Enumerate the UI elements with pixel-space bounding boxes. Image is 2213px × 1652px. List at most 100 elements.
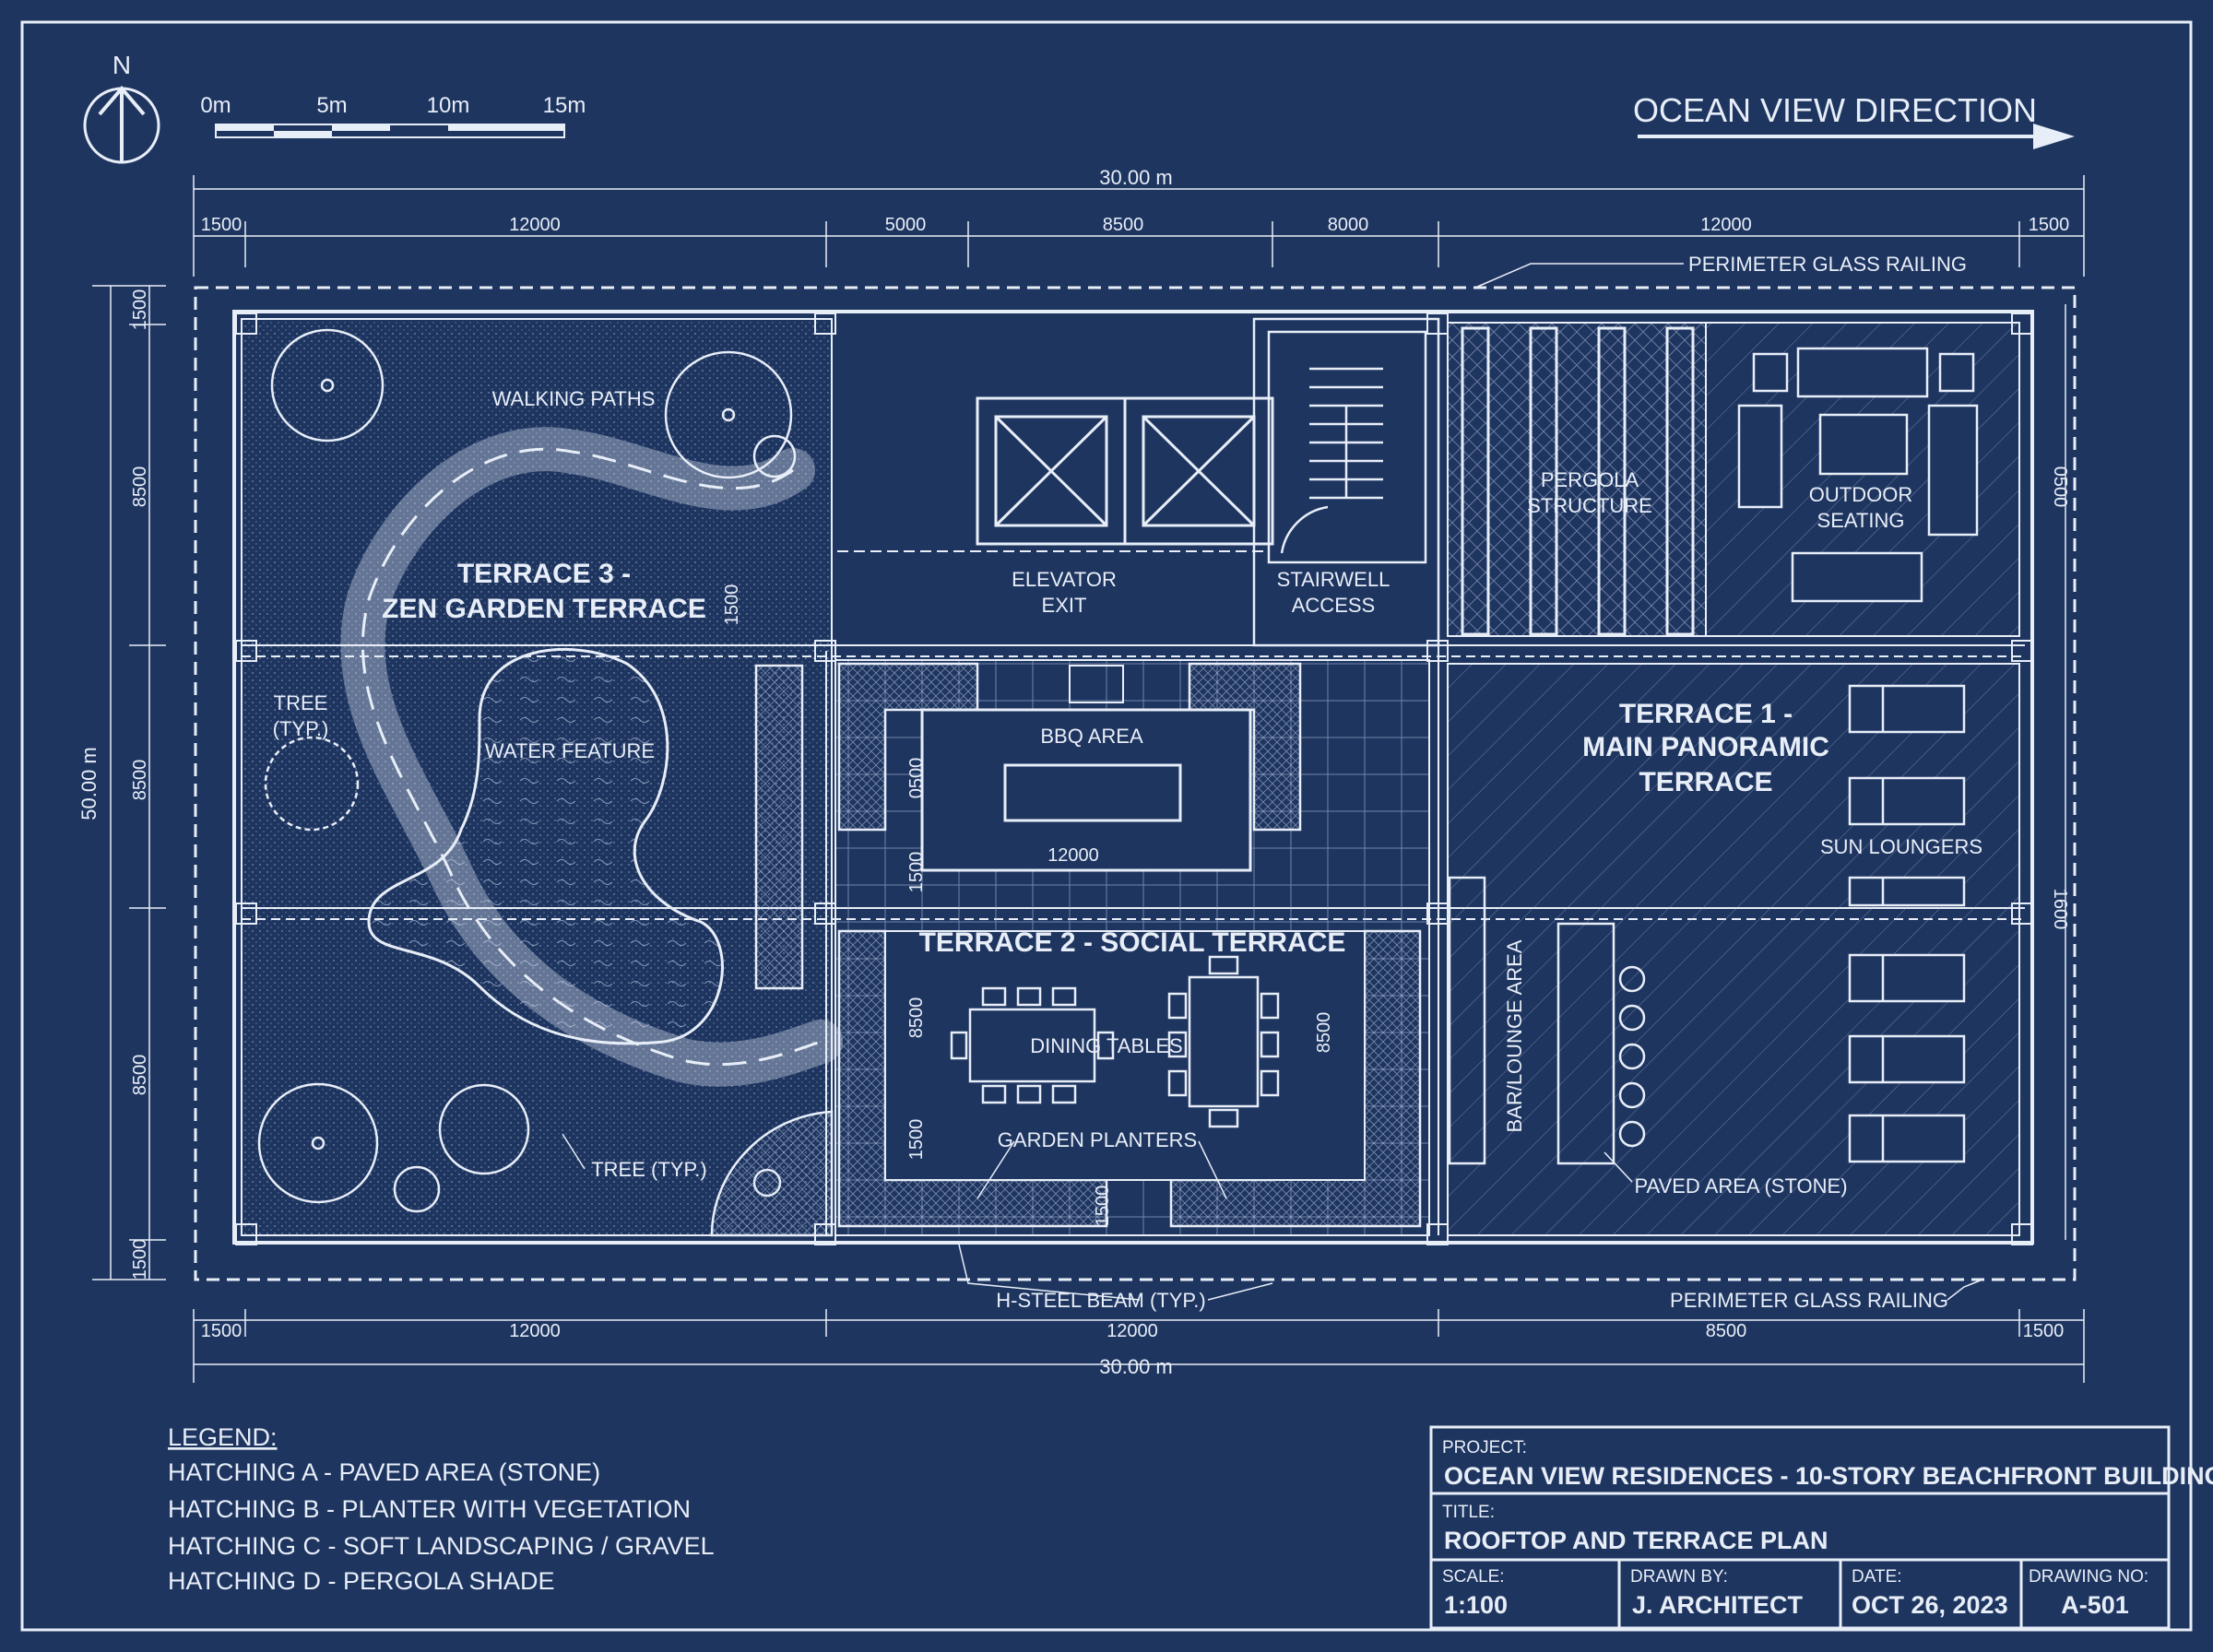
walking-paths-label: WALKING PATHS	[492, 387, 656, 410]
garden-planters-label: GARDEN PLANTERS	[998, 1128, 1197, 1151]
dimension-label: 1500	[2029, 215, 2070, 235]
terrace-3-title: ZEN GARDEN TERRACE	[382, 594, 706, 624]
stairwell-label: ACCESS	[1292, 594, 1375, 617]
terrace-3-title: TERRACE 3 -	[457, 559, 631, 589]
scale-bar	[215, 124, 565, 138]
dimension-label: 1500	[201, 1321, 243, 1341]
date-value: OCT 26, 2023	[1852, 1591, 2008, 1619]
ocean-view-label: OCEAN VIEW DIRECTION	[1633, 91, 2037, 129]
tree-label: (TYP.)	[273, 717, 329, 740]
bbq-planter	[837, 662, 979, 832]
bbq-grill-icon	[1069, 665, 1124, 703]
tree-icon	[257, 328, 797, 1213]
terrace-1-title: MAIN PANORAMIC	[1582, 732, 1829, 762]
title-block-label: DATE:	[1852, 1567, 1902, 1587]
dimension-label: 8500	[1314, 1012, 1334, 1054]
legend-item: HATCHING A - PAVED AREA (STONE)	[168, 1458, 600, 1486]
planter-strip	[754, 664, 804, 990]
legend-item: HATCHING D - PERGOLA SHADE	[168, 1567, 555, 1595]
drawn-by-value: J. ARCHITECT	[1632, 1591, 1804, 1619]
dimension-label: 1500	[130, 1239, 150, 1280]
overall-dimension-top: 30.00 m	[1099, 166, 1173, 189]
dimension-lines	[92, 175, 2085, 1383]
dimension-label: 0500	[2050, 466, 2070, 508]
dining-label: DINING TABLES	[1030, 1034, 1182, 1057]
dimension-label: 1500	[722, 584, 742, 626]
bbq-area	[920, 708, 1252, 872]
building-outline	[232, 310, 2034, 1245]
dimension-label: 8500	[1103, 215, 1144, 235]
drawing-number: A-501	[2061, 1591, 2129, 1619]
stairwell	[1252, 317, 1440, 647]
terrace-1-title: TERRACE	[1639, 767, 1772, 797]
dimension-label: 8500	[906, 997, 927, 1039]
paved-area-label: PAVED AREA (STONE)	[1634, 1174, 1847, 1198]
h-steel-label: H-STEEL BEAM (TYP.)	[996, 1289, 1205, 1312]
overall-dimension-bottom: 30.00 m	[1099, 1355, 1173, 1378]
bbq-label: BBQ AREA	[1040, 725, 1143, 748]
dimension-label: 12000	[1047, 845, 1099, 866]
bar-counter	[1448, 876, 1486, 1165]
elevator-label: EXIT	[1042, 594, 1087, 617]
scale-bar-label: 15m	[543, 93, 586, 118]
planter-arc	[710, 1110, 834, 1237]
ocean-arrow-icon	[1638, 124, 2075, 149]
dimension-label: 8500	[130, 466, 150, 508]
north-label: N	[112, 51, 131, 79]
water-feature	[367, 648, 724, 1045]
leader-lines	[562, 263, 1983, 1301]
outdoor-seating-label: OUTDOOR	[1809, 483, 1912, 506]
dimension-label: 12000	[1700, 215, 1752, 235]
dimension-label: 1500	[906, 852, 927, 893]
dimension-label: 12000	[509, 1321, 561, 1341]
dimension-label: 8000	[1328, 215, 1369, 235]
dimension-label: 1500	[906, 1119, 927, 1161]
terrace-2-title: TERRACE 2 - SOCIAL TERRACE	[919, 927, 1346, 958]
perimeter-railing	[194, 286, 2077, 1281]
title-block-label: PROJECT:	[1442, 1438, 1527, 1457]
overall-dimension-left: 50.00 m	[77, 747, 101, 820]
dimension-label: 0500	[906, 758, 927, 799]
perimeter-railing-label: PERIMETER GLASS RAILING	[1688, 253, 1967, 276]
sun-lounger-icon	[1848, 684, 1966, 1163]
drawing-title: ROOFTOP AND TERRACE PLAN	[1444, 1527, 1828, 1554]
dimension-label: 1600	[2050, 889, 2070, 930]
legend-item: HATCHING B - PLANTER WITH VEGETATION	[168, 1495, 691, 1523]
dimension-label: 8500	[1706, 1321, 1747, 1341]
bbq-island	[1003, 763, 1182, 822]
project-name: OCEAN VIEW RESIDENCES - 10-STORY BEACHFR…	[1444, 1462, 2213, 1490]
bar-stool-icon	[1618, 965, 1646, 1148]
scale-bar-label: 0m	[200, 93, 231, 118]
dimension-label: 8500	[130, 1055, 150, 1096]
terrace-1-title: TERRACE 1 -	[1619, 699, 1793, 729]
perimeter-railing-label: PERIMETER GLASS RAILING	[1670, 1289, 1948, 1312]
title-block-label: TITLE:	[1442, 1503, 1495, 1522]
dimension-label: 1500	[201, 215, 243, 235]
pergola-label: PERGOLA	[1541, 468, 1639, 491]
dimension-label: 1500	[130, 289, 150, 331]
title-block-label: SCALE:	[1442, 1567, 1505, 1587]
scale-bar-label: 10m	[427, 93, 470, 118]
sofa-icon	[1737, 347, 1979, 603]
stairwell-label: STAIRWELL	[1277, 568, 1391, 591]
title-block-label: DRAWN BY:	[1630, 1567, 1728, 1587]
elevator-core	[976, 396, 1274, 546]
pergola-structure	[1447, 322, 1707, 637]
elevator-label: ELEVATOR	[1012, 568, 1117, 591]
dimension-label: 5000	[885, 215, 927, 235]
water-feature-label: WATER FEATURE	[485, 739, 655, 762]
sun-loungers-label: SUN LOUNGERS	[1820, 835, 1982, 858]
dining-table-icon	[950, 955, 1280, 1128]
pergola-label: STRUCTURE	[1527, 494, 1652, 517]
dimension-label: 8500	[130, 760, 150, 801]
tree-label: TREE (TYP.)	[591, 1158, 707, 1181]
scale-value: 1:100	[1444, 1591, 1508, 1619]
dining-zone	[884, 930, 1366, 1181]
dimension-label: 1500	[1093, 1186, 1113, 1227]
bar-lounge-area	[1556, 922, 1615, 1165]
pergola-beams	[1461, 326, 1695, 636]
title-block	[1429, 1425, 2171, 1630]
dimension-label: 12000	[509, 215, 561, 235]
sheet-border	[20, 20, 2193, 1632]
